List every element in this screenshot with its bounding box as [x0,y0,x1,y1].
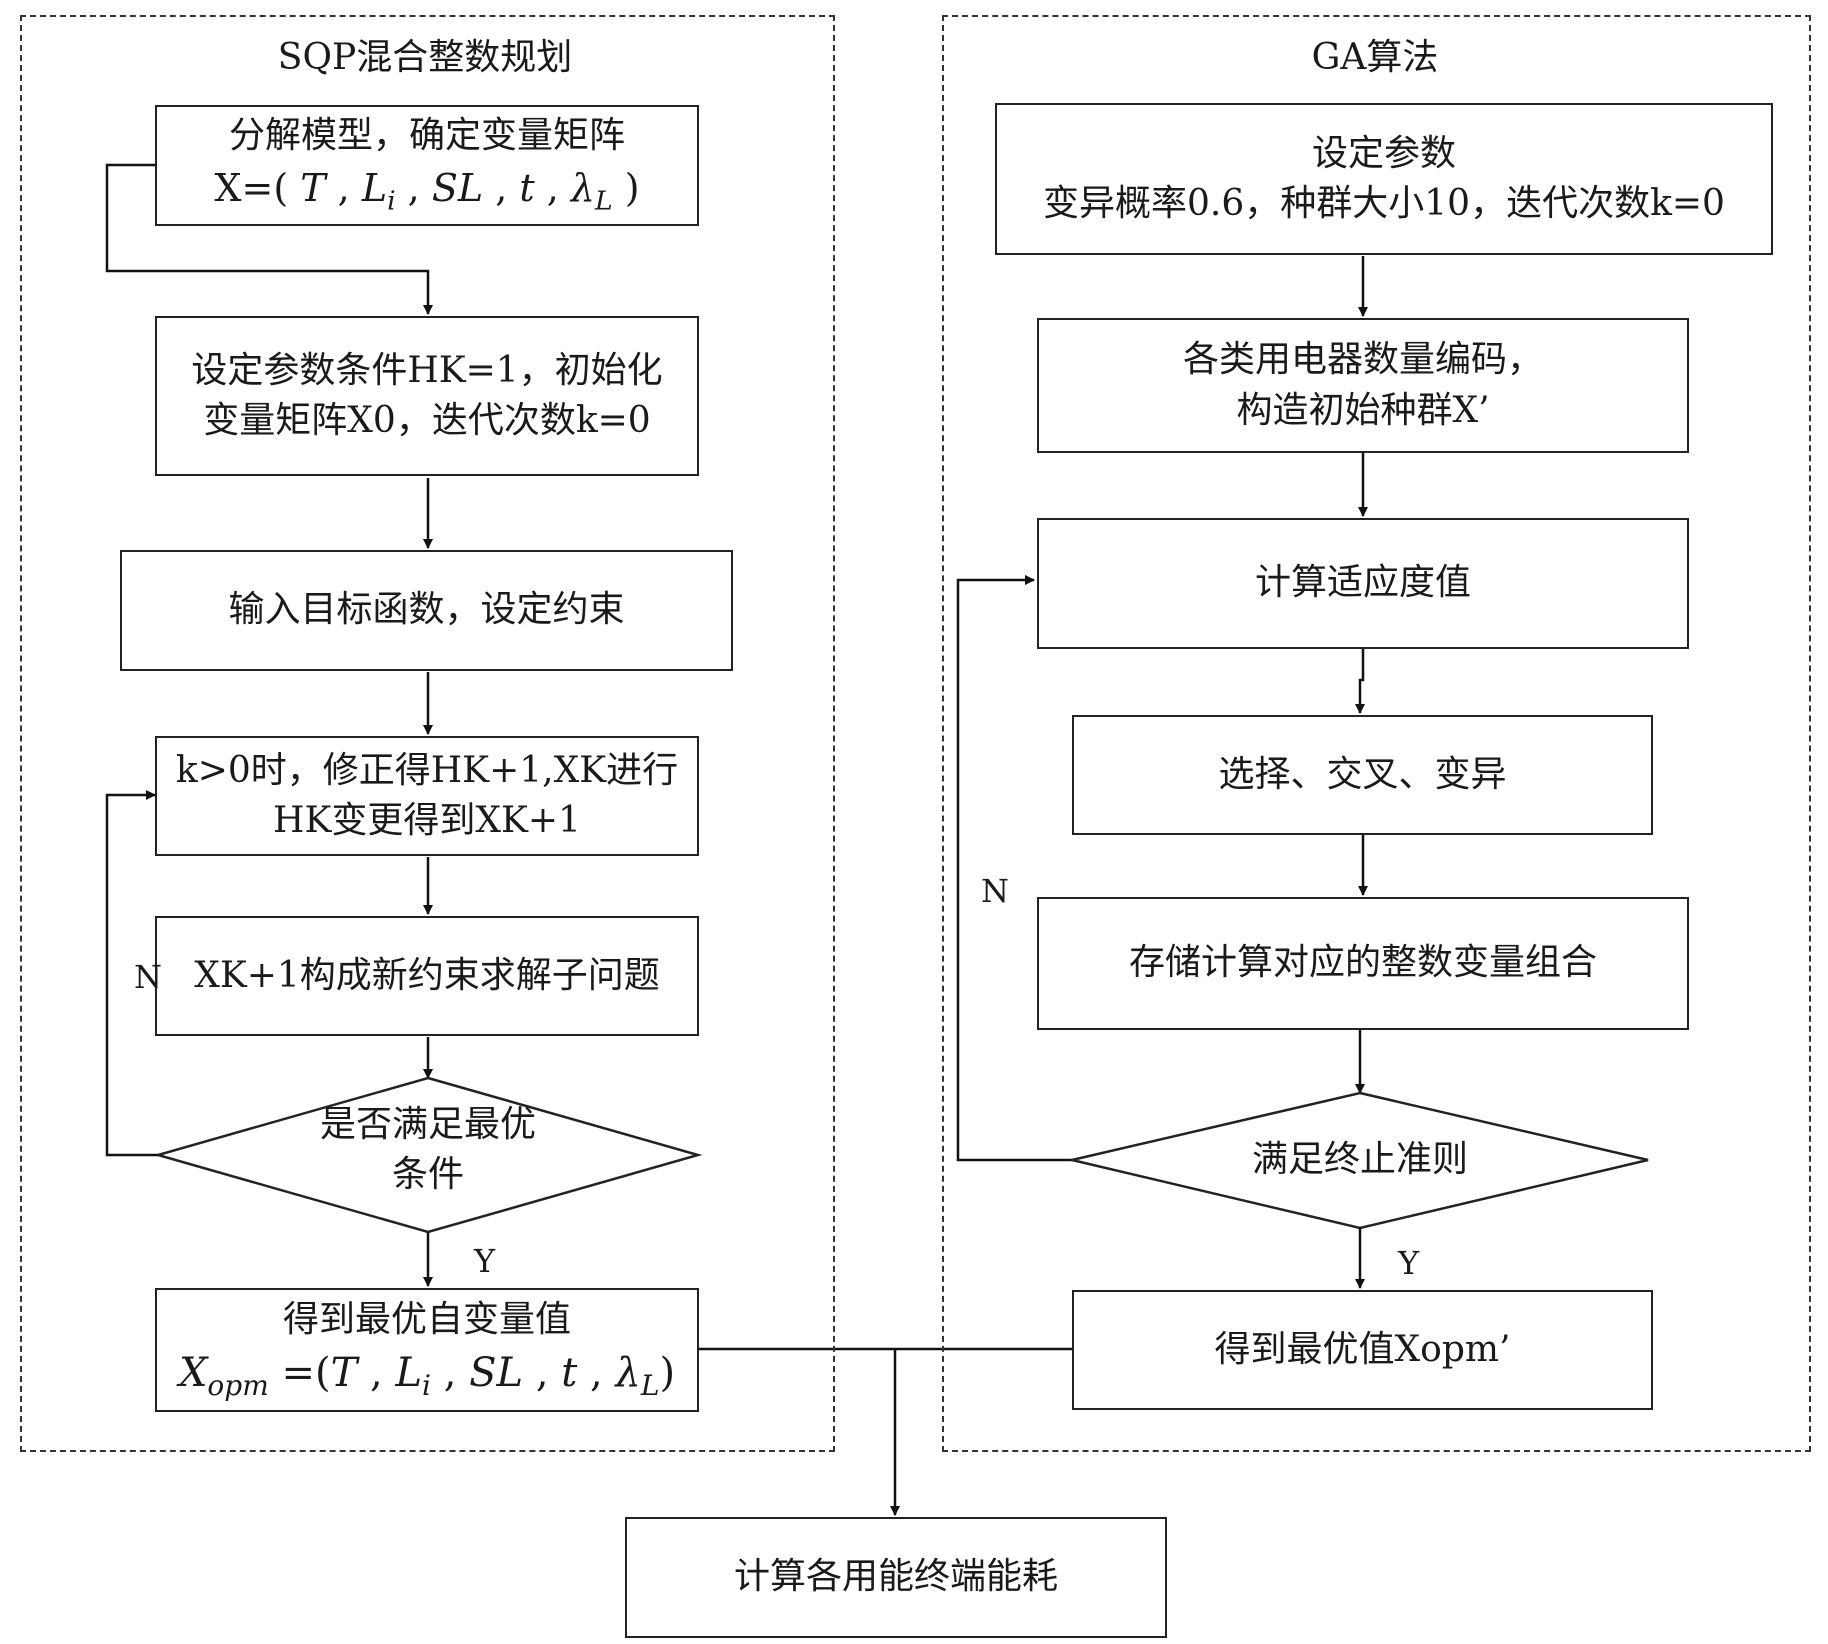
ga-fitness-text: 计算适应度值 [1254,562,1471,604]
arrow-step1-to-step2 [105,163,433,315]
sqp-set-parameters-line2: 变量矩阵X0，迭代次数k=0 [203,400,651,441]
sqp-decompose-model-box: 分解模型，确定变量矩阵 X=( T , Li , SL , t , λL ) [155,105,699,226]
ga-yes-label: Y [1398,1244,1420,1282]
sqp-subproblem-text: XK+1构成新约束求解子问题 [194,954,660,996]
ga-encoding-line1: 各类用电器数量编码， [1182,339,1543,381]
ga-store-combination-text: 存储计算对应的整数变量组合 [1128,942,1597,984]
sqp-decompose-line1: 分解模型，确定变量矩阵 [228,115,625,157]
ga-fitness-box: 计算适应度值 [1037,518,1689,649]
ga-set-parameters-line2: 变异概率0.6，种群大小10，迭代次数k=0 [1043,183,1725,224]
sqp-variable-matrix-formula: X=( T , Li , SL , t , λL ) [214,165,640,217]
sqp-subproblem-box: XK+1构成新约束求解子问题 [155,916,699,1036]
sqp-optimal-result-box: 得到最优自变量值 Xopm =(T , Li , SL , t , λL) [155,1288,699,1412]
ga-encoding-box: 各类用电器数量编码， 构造初始种群X’ [1037,318,1689,453]
ga-store-combination-box: 存储计算对应的整数变量组合 [1037,897,1689,1030]
ga-select-crossover-mutate-box: 选择、交叉、变异 [1072,715,1653,835]
sqp-objective-function-box: 输入目标函数，设定约束 [120,550,733,671]
ga-optimal-result-text: 得到最优值Xopm’ [1214,1328,1511,1370]
arrow-decision-no-loop [105,790,158,1157]
arrow-ga-decision-no-loop [956,575,1072,1162]
ga-encoding-line2: 构造初始种群X’ [1236,389,1490,431]
sqp-no-label: N [134,958,162,996]
ga-select-crossover-mutate-text: 选择、交叉、变异 [1218,753,1507,795]
arrow-ga-step3-to-step4 [1355,648,1365,714]
ga-set-parameters-line1: 设定参数 [1311,132,1456,174]
ga-optimal-result-box: 得到最优值Xopm’ [1072,1290,1653,1410]
sqp-set-parameters-line1: 设定参数条件HK=1，初始化 [191,349,663,391]
sqp-correction-line2: HK变更得到XK+1 [273,800,581,841]
sqp-optimal-result-formula: Xopm =(T , Li , SL , t , λL) [178,1350,676,1403]
ga-decision-text: 满足终止准则 [1180,1135,1540,1185]
ga-panel [942,15,1811,1452]
sqp-decision-line2: 条件 [391,1154,464,1196]
sqp-panel-title: SQP混合整数规划 [277,37,573,78]
energy-consumption-text: 计算各用能终端能耗 [733,1556,1058,1598]
sqp-panel [20,15,835,1452]
ga-decision-line1: 满足终止准则 [1251,1139,1468,1180]
sqp-objective-function-text: 输入目标函数，设定约束 [228,589,625,631]
energy-consumption-box: 计算各用能终端能耗 [625,1517,1167,1638]
sqp-yes-label: Y [474,1242,496,1280]
ga-set-parameters-box: 设定参数 变异概率0.6，种群大小10，迭代次数k=0 [995,103,1773,255]
sqp-decision-line1: 是否满足最优 [319,1104,536,1145]
sqp-correction-line1: k>0时，修正得HK+1,XK进行 [175,749,679,791]
ga-no-label: N [981,872,1009,910]
sqp-optimal-result-line1: 得到最优自变量值 [282,1298,571,1340]
sqp-decision-text: 是否满足最优 条件 [248,1100,608,1201]
sqp-correction-box: k>0时，修正得HK+1,XK进行 HK变更得到XK+1 [155,736,699,856]
sqp-set-parameters-box: 设定参数条件HK=1，初始化 变量矩阵X0，迭代次数k=0 [155,316,699,476]
ga-panel-title: GA算法 [1311,37,1439,78]
